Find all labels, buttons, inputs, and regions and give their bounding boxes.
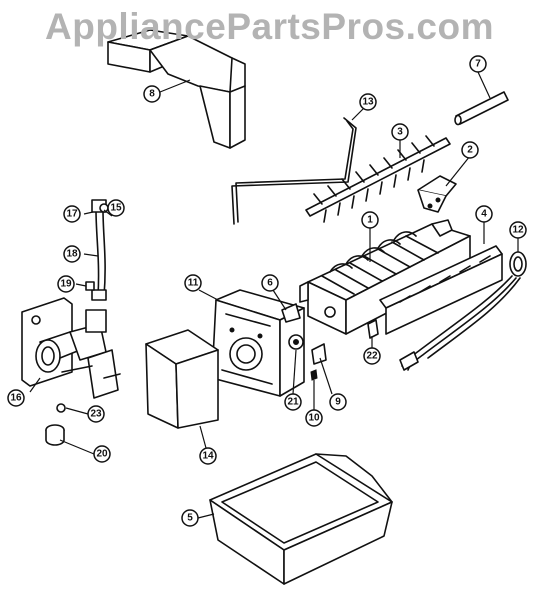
svg-text:15: 15 bbox=[110, 203, 122, 214]
svg-text:12: 12 bbox=[512, 225, 524, 236]
svg-text:2: 2 bbox=[467, 145, 473, 156]
svg-text:3: 3 bbox=[397, 127, 403, 138]
svg-text:20: 20 bbox=[96, 449, 108, 460]
part-6-thermostat bbox=[281, 303, 301, 323]
svg-text:11: 11 bbox=[188, 278, 199, 289]
callout-16: 16 bbox=[7, 389, 25, 407]
callout-6: 6 bbox=[261, 274, 279, 292]
part-16-water-valve bbox=[21, 297, 121, 399]
part-13-shutoff-arm bbox=[231, 117, 357, 225]
part-19-nut bbox=[85, 281, 95, 291]
callout-3: 3 bbox=[391, 123, 409, 141]
watermark-text: AppliancePartsPros.com bbox=[45, 6, 494, 47]
part-10-part bbox=[310, 369, 318, 381]
svg-text:1: 1 bbox=[367, 215, 373, 226]
callout-8: 8 bbox=[143, 85, 161, 103]
svg-text:10: 10 bbox=[308, 413, 320, 424]
part-1-ice-mold bbox=[299, 219, 471, 335]
part-11-control-housing bbox=[211, 289, 305, 397]
part-7-rod bbox=[454, 91, 509, 126]
callout-15: 15 bbox=[107, 199, 125, 217]
svg-text:7: 7 bbox=[475, 59, 481, 70]
callout-1: 1 bbox=[361, 211, 379, 229]
callout-22: 22 bbox=[363, 347, 381, 365]
part-8-fill-duct bbox=[107, 29, 246, 149]
callout-10: 10 bbox=[305, 409, 323, 427]
part-9-part bbox=[311, 343, 327, 365]
part-15-clamp bbox=[99, 203, 109, 213]
callout-23: 23 bbox=[87, 405, 105, 423]
callout-12: 12 bbox=[509, 221, 527, 239]
part-3-ejector bbox=[305, 135, 451, 223]
part-5-ice-bin bbox=[209, 453, 393, 585]
callout-9: 9 bbox=[329, 393, 347, 411]
part-14-cover-box bbox=[145, 329, 219, 429]
svg-text:16: 16 bbox=[10, 393, 22, 404]
svg-text:17: 17 bbox=[66, 209, 78, 220]
part-22-clip bbox=[367, 319, 379, 339]
callout-13: 13 bbox=[359, 93, 377, 111]
svg-text:8: 8 bbox=[149, 89, 155, 100]
part-21-switch bbox=[288, 334, 304, 350]
part-20-nut bbox=[45, 424, 65, 446]
part-23-fitting bbox=[56, 403, 66, 413]
callout-17: 17 bbox=[63, 205, 81, 223]
svg-text:23: 23 bbox=[90, 409, 102, 420]
svg-text:9: 9 bbox=[335, 397, 341, 408]
svg-text:5: 5 bbox=[187, 513, 193, 524]
part-12-harness bbox=[399, 251, 527, 371]
part-4-cover bbox=[379, 245, 503, 335]
svg-text:21: 21 bbox=[287, 397, 299, 408]
svg-text:6: 6 bbox=[267, 278, 273, 289]
svg-text:13: 13 bbox=[362, 97, 374, 108]
callout-21: 21 bbox=[284, 393, 302, 411]
callout-11: 11 bbox=[184, 274, 202, 292]
svg-text:18: 18 bbox=[66, 249, 78, 260]
svg-text:22: 22 bbox=[366, 351, 378, 362]
svg-text:14: 14 bbox=[202, 451, 214, 462]
callout-20: 20 bbox=[93, 445, 111, 463]
callout-18: 18 bbox=[63, 245, 81, 263]
callout-7: 7 bbox=[469, 55, 487, 73]
part-2-bracket bbox=[417, 175, 457, 213]
callout-2: 2 bbox=[461, 141, 479, 159]
callout-leaders bbox=[29, 71, 519, 519]
svg-text:4: 4 bbox=[481, 209, 487, 220]
svg-text:19: 19 bbox=[60, 279, 72, 290]
callout-4: 4 bbox=[475, 205, 493, 223]
callout-19: 19 bbox=[57, 275, 75, 293]
part-18-fill-tube bbox=[91, 199, 107, 301]
callout-5: 5 bbox=[181, 509, 199, 527]
callout-14: 14 bbox=[199, 447, 217, 465]
